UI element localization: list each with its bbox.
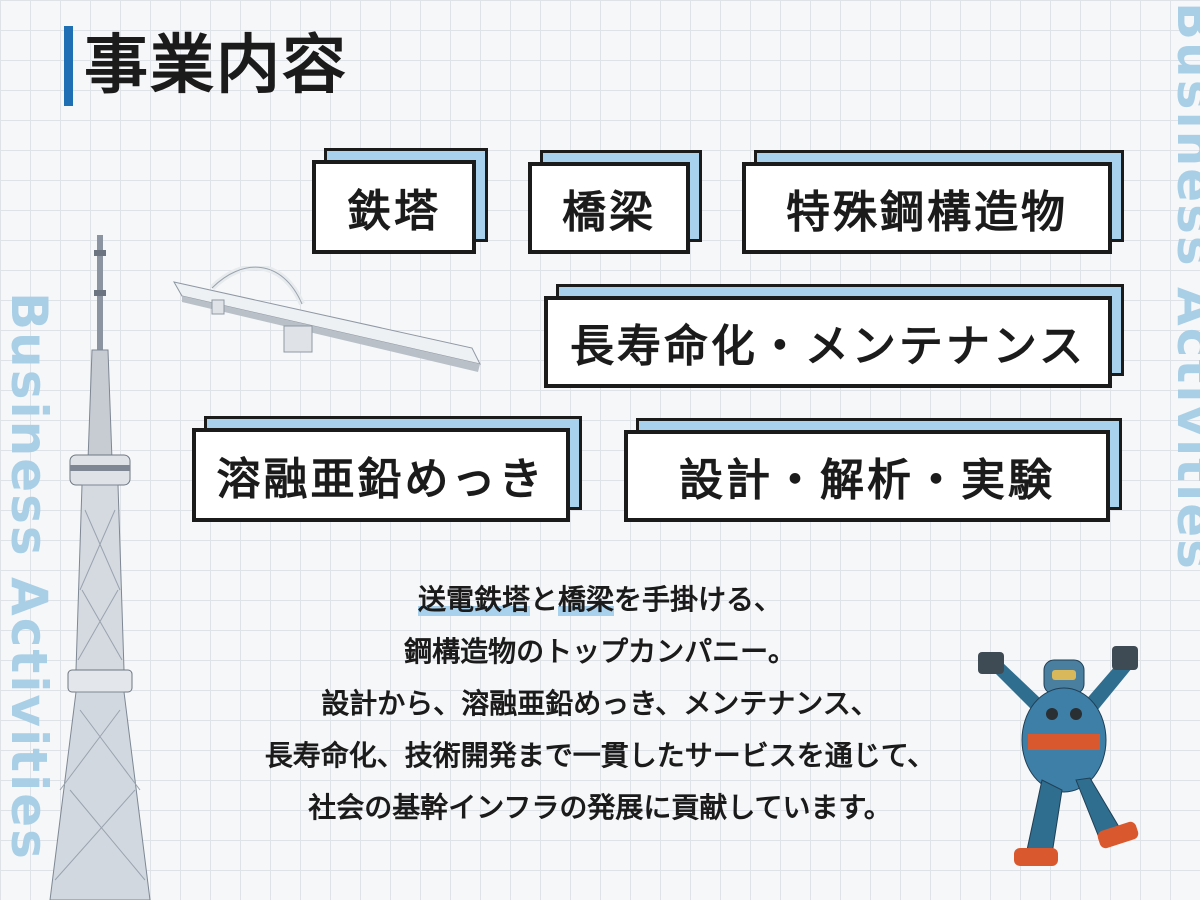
- desc-text: と: [529, 583, 558, 616]
- tag-tower: 鉄塔: [312, 148, 488, 254]
- description-line-1: 送電鉄塔と橋梁を手掛ける、: [210, 574, 990, 626]
- side-text-right: Business Activities: [1166, 2, 1200, 571]
- page-title: 事業内容: [84, 29, 348, 103]
- robot-illustration: [978, 646, 1139, 866]
- tag-special-steel: 特殊鋼構造物: [742, 150, 1124, 254]
- tag-design: 設計・解析・実験: [624, 418, 1122, 522]
- description-line-2: 鋼構造物のトップカンパニー。: [404, 635, 796, 668]
- tag-maintenance: 長寿命化・メンテナンス: [544, 284, 1124, 388]
- tag-bridge: 橋梁: [528, 150, 702, 254]
- tag-galvanizing: 溶融亜鉛めっき: [192, 416, 582, 522]
- bridge-illustration: [173, 266, 481, 372]
- description: 送電鉄塔と橋梁を手掛ける、 鋼構造物のトップカンパニー。 設計から、溶融亜鉛めっ…: [210, 574, 990, 834]
- description-line-4: 長寿命化、技術開発まで一貫したサービスを通じて、: [264, 739, 936, 772]
- title-accent-bar: [64, 26, 73, 106]
- desc-text: を手掛ける、: [614, 583, 783, 616]
- tower-illustration: [49, 235, 151, 900]
- highlight-bridge: 橋梁: [558, 583, 615, 616]
- description-line-5: 社会の基幹インフラの発展に貢献しています。: [308, 791, 892, 824]
- highlight-tower: 送電鉄塔: [417, 583, 530, 616]
- description-line-3: 設計から、溶融亜鉛めっき、メンテナンス、: [321, 687, 879, 720]
